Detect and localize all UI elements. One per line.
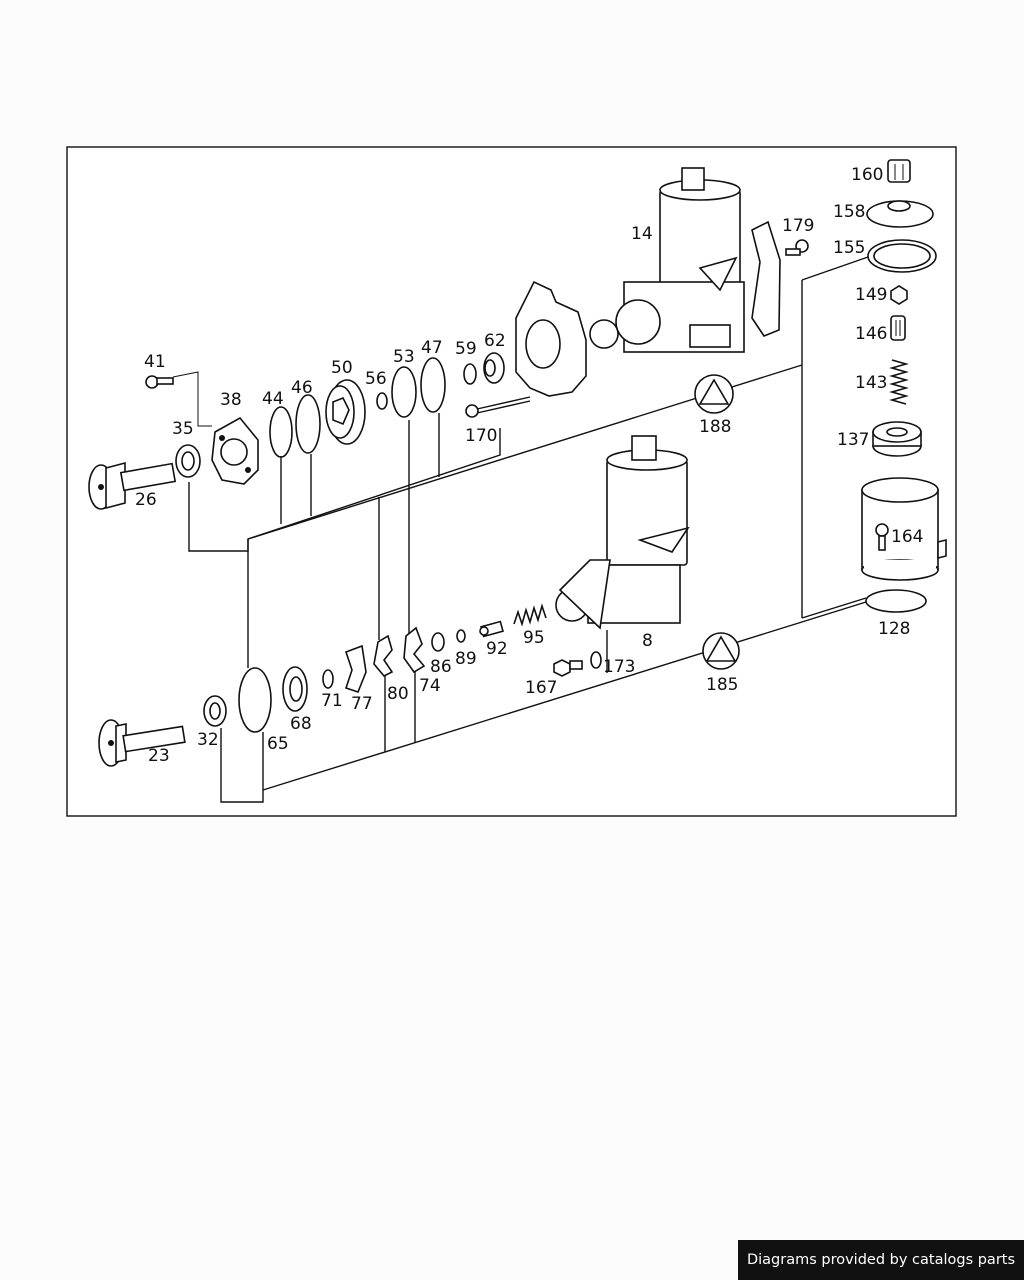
- label-155: 155: [833, 238, 865, 258]
- bolt-170: [465, 396, 531, 418]
- footer-credit: Diagrams provided by catalogs parts: [738, 1240, 1024, 1280]
- label-38: 38: [220, 390, 242, 410]
- seal-32: [203, 695, 227, 727]
- plate-38: [211, 416, 259, 485]
- filter-146: [890, 315, 906, 341]
- label-80: 80: [387, 684, 409, 704]
- label-158: 158: [833, 202, 865, 222]
- label-53: 53: [393, 347, 415, 367]
- label-167: 167: [525, 678, 557, 698]
- label-65: 65: [267, 734, 289, 754]
- cover-gasket: [515, 280, 587, 397]
- reservoir-164: [861, 477, 947, 581]
- label-14: 14: [631, 224, 653, 244]
- oring-47: [420, 357, 446, 413]
- label-46: 46: [291, 378, 313, 398]
- oring-65: [238, 667, 272, 733]
- rotor-50: [325, 379, 366, 445]
- label-149: 149: [855, 285, 887, 305]
- label-92: 92: [486, 639, 508, 659]
- label-89: 89: [455, 649, 477, 669]
- label-62: 62: [484, 331, 506, 351]
- bolt-167: [553, 659, 583, 677]
- label-50: 50: [331, 358, 353, 378]
- oring-128: [865, 589, 927, 613]
- label-179: 179: [782, 216, 814, 236]
- leader-lines: [172, 256, 869, 803]
- shaft-23: [98, 719, 186, 767]
- label-146: 146: [855, 324, 887, 344]
- label-185: 185: [706, 675, 738, 695]
- shaft-26: [88, 461, 177, 510]
- label-160: 160: [851, 165, 883, 185]
- ring-71: [322, 669, 334, 689]
- label-137: 137: [837, 430, 869, 450]
- ring-89: [456, 629, 466, 643]
- cap-160: [887, 159, 911, 183]
- label-68: 68: [290, 714, 312, 734]
- nut-149: [890, 285, 908, 305]
- label-170: 170: [465, 426, 497, 446]
- label-77: 77: [351, 694, 373, 714]
- oring-46: [295, 394, 321, 454]
- bracket-179: [751, 220, 781, 337]
- ring-86: [431, 632, 445, 652]
- pump-8: [555, 435, 690, 630]
- label-173: 173: [603, 657, 635, 677]
- label-47: 47: [421, 338, 443, 358]
- label-59: 59: [455, 339, 477, 359]
- clip-80: [373, 634, 394, 677]
- bolt-179: [785, 239, 809, 256]
- clip-74: [403, 626, 426, 674]
- ring-56: [376, 392, 388, 410]
- label-26: 26: [135, 490, 157, 510]
- seal-35: [175, 444, 201, 478]
- oring-53: [391, 366, 417, 418]
- valve-188: [694, 374, 734, 414]
- label-95: 95: [523, 628, 545, 648]
- label-23: 23: [148, 746, 170, 766]
- part-labels: 8 14 23 26 32 35 38 41 44 46 47 50 53 56…: [135, 165, 923, 766]
- label-74: 74: [419, 676, 441, 696]
- spring-95: [513, 603, 547, 627]
- label-56: 56: [365, 369, 387, 389]
- seal-155: [867, 239, 937, 273]
- oring-44: [269, 406, 293, 458]
- label-41: 41: [144, 352, 166, 372]
- label-86: 86: [430, 657, 452, 677]
- label-188: 188: [699, 417, 731, 437]
- spring-143: [889, 359, 909, 405]
- plate-68: [282, 666, 308, 712]
- label-35: 35: [172, 419, 194, 439]
- element-137: [872, 421, 922, 457]
- bearing-62: [483, 352, 505, 384]
- label-44: 44: [262, 389, 284, 409]
- valve-185: [702, 632, 740, 670]
- label-128: 128: [878, 619, 910, 639]
- washer-173: [590, 651, 602, 669]
- screw-41: [145, 375, 174, 389]
- disc-158: [866, 200, 934, 228]
- washer-59: [463, 363, 477, 385]
- label-8: 8: [642, 631, 653, 651]
- label-32: 32: [197, 730, 219, 750]
- label-143: 143: [855, 373, 887, 393]
- pump-14: [589, 167, 745, 353]
- diagram-frame: [66, 146, 957, 817]
- ring-77: [344, 644, 367, 693]
- label-71: 71: [321, 691, 343, 711]
- label-164: 164: [891, 527, 923, 547]
- valve-92: [479, 620, 504, 638]
